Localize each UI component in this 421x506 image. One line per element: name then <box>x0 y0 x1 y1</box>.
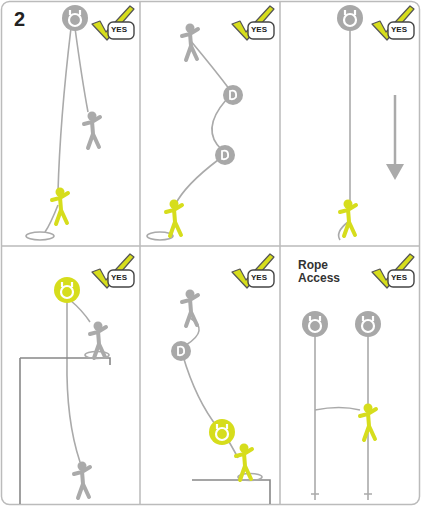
panel-title: Rope Access <box>298 259 350 285</box>
yes-tag: YES <box>248 26 270 35</box>
panel-number: 2 <box>14 8 25 30</box>
yes-tag: YES <box>388 26 410 35</box>
yes-tag: YES <box>108 274 130 283</box>
yes-tag: YES <box>388 274 410 283</box>
yes-tag: YES <box>108 26 130 35</box>
yes-tag: YES <box>248 274 270 283</box>
